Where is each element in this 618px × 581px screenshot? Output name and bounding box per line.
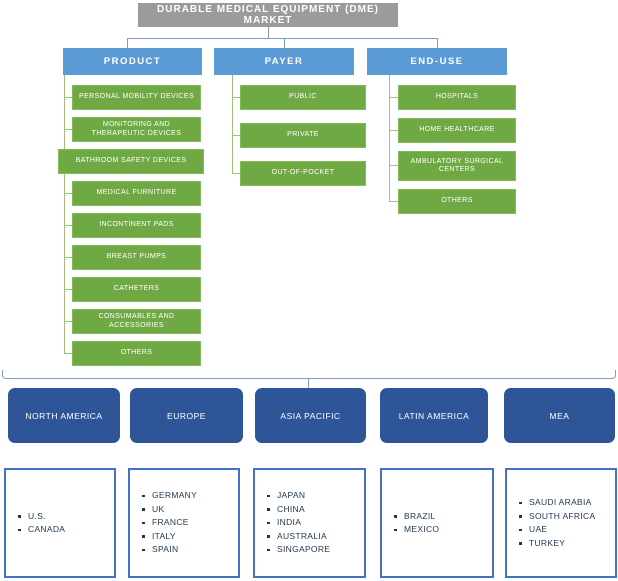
- payer-tick: [232, 97, 240, 98]
- country: CANADA: [17, 523, 114, 537]
- country: FRANCE: [141, 516, 238, 530]
- product-item: MEDICAL FURNITURE: [72, 181, 201, 206]
- countries-latin-america: BRAZIL MEXICO: [380, 468, 494, 578]
- product-item: PERSONAL MOBILITY DEVICES: [72, 85, 201, 110]
- connector-drop-payer: [284, 38, 285, 48]
- payer-item: OUT-OF-POCKET: [240, 161, 366, 186]
- connector-drop-end-use: [437, 38, 438, 48]
- product-tick: [64, 321, 72, 322]
- product-tick: [64, 257, 72, 258]
- end-use-tick: [389, 165, 398, 166]
- product-item: INCONTINENT PADS: [72, 213, 201, 238]
- country: MEXICO: [393, 523, 492, 537]
- countries-north-america: U.S. CANADA: [4, 468, 116, 578]
- region-europe: EUROPE: [130, 388, 243, 443]
- countries-asia-pacific: JAPAN CHINA INDIA AUSTRALIA SINGAPORE: [253, 468, 366, 578]
- country: SAUDI ARABIA: [518, 496, 615, 510]
- country: CHINA: [266, 503, 364, 517]
- end-use-item: HOME HEALTHCARE: [398, 118, 516, 143]
- payer-rail: [232, 75, 233, 173]
- countries-mea: SAUDI ARABIA SOUTH AFRICA UAE TURKEY: [505, 468, 617, 578]
- region-bracket-drop: [308, 378, 309, 390]
- product-rail: [64, 75, 65, 353]
- product-tick: [64, 289, 72, 290]
- region-latin-america: LATIN AMERICA: [380, 388, 488, 443]
- region-asia-pacific: ASIA PACIFIC: [255, 388, 366, 443]
- product-item: OTHERS: [72, 341, 201, 366]
- connector-category-bus: [127, 38, 437, 39]
- country: JAPAN: [266, 489, 364, 503]
- end-use-item: OTHERS: [398, 189, 516, 214]
- product-tick: [64, 353, 72, 354]
- end-use-tick: [389, 201, 398, 202]
- country: BRAZIL: [393, 510, 492, 524]
- country: SINGAPORE: [266, 543, 364, 557]
- connector-root-drop: [268, 27, 269, 38]
- product-tick: [64, 97, 72, 98]
- product-item: BREAST PUMPS: [72, 245, 201, 270]
- payer-item: PRIVATE: [240, 123, 366, 148]
- country: ITALY: [141, 530, 238, 544]
- category-end-use: END-USE: [367, 48, 507, 75]
- end-use-item: HOSPITALS: [398, 85, 516, 110]
- product-item: CATHETERS: [72, 277, 201, 302]
- category-product: PRODUCT: [63, 48, 202, 75]
- end-use-item: AMBULATORY SURGICAL CENTERS: [398, 151, 516, 181]
- countries-europe: GERMANY UK FRANCE ITALY SPAIN: [128, 468, 240, 578]
- connector-drop-product: [127, 38, 128, 48]
- country: UAE: [518, 523, 615, 537]
- product-item: MONITORING AND THERAPEUTIC DEVICES: [72, 117, 201, 142]
- product-tick: [64, 225, 72, 226]
- product-item: CONSUMABLES AND ACCESSORIES: [72, 309, 201, 334]
- payer-tick: [232, 135, 240, 136]
- country: AUSTRALIA: [266, 530, 364, 544]
- payer-item: PUBLIC: [240, 85, 366, 110]
- product-tick: [64, 193, 72, 194]
- diagram-title: DURABLE MEDICAL EQUIPMENT (DME) MARKET: [138, 3, 398, 27]
- product-tick: [64, 129, 72, 130]
- country: U.S.: [17, 510, 114, 524]
- payer-tick: [232, 173, 240, 174]
- end-use-tick: [389, 97, 398, 98]
- country: UK: [141, 503, 238, 517]
- country: SPAIN: [141, 543, 238, 557]
- country: INDIA: [266, 516, 364, 530]
- country: TURKEY: [518, 537, 615, 551]
- region-bracket: [2, 370, 616, 379]
- region-north-america: NORTH AMERICA: [8, 388, 120, 443]
- product-item: BATHROOM SAFETY DEVICES: [58, 149, 204, 174]
- category-payer: PAYER: [214, 48, 354, 75]
- country: GERMANY: [141, 489, 238, 503]
- country: SOUTH AFRICA: [518, 510, 615, 524]
- end-use-rail: [389, 75, 390, 201]
- end-use-tick: [389, 130, 398, 131]
- region-mea: MEA: [504, 388, 615, 443]
